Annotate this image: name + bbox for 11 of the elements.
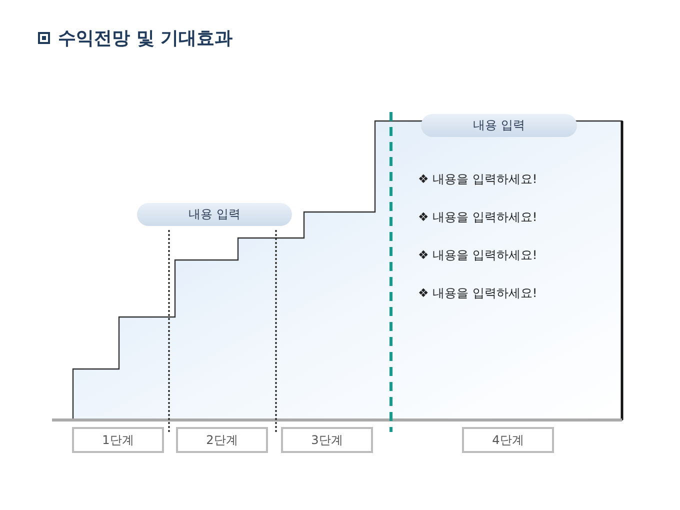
stage-label: 4단계 bbox=[462, 427, 554, 453]
stage-label: 1단계 bbox=[72, 427, 164, 453]
bullet-text: ❖ 내용을 입력하세요! bbox=[418, 247, 538, 264]
page-title: 수익전망 및 기대효과 bbox=[58, 27, 233, 50]
stage-label: 2단계 bbox=[176, 427, 268, 453]
rounded-label: 내용 입력 bbox=[421, 114, 577, 137]
stage-label: 3단계 bbox=[281, 427, 373, 453]
rounded-label: 내용 입력 bbox=[137, 203, 292, 226]
bullet-text: ❖ 내용을 입력하세요! bbox=[418, 285, 538, 302]
bullet-text: ❖ 내용을 입력하세요! bbox=[418, 209, 538, 226]
bullet-text: ❖ 내용을 입력하세요! bbox=[418, 171, 538, 188]
